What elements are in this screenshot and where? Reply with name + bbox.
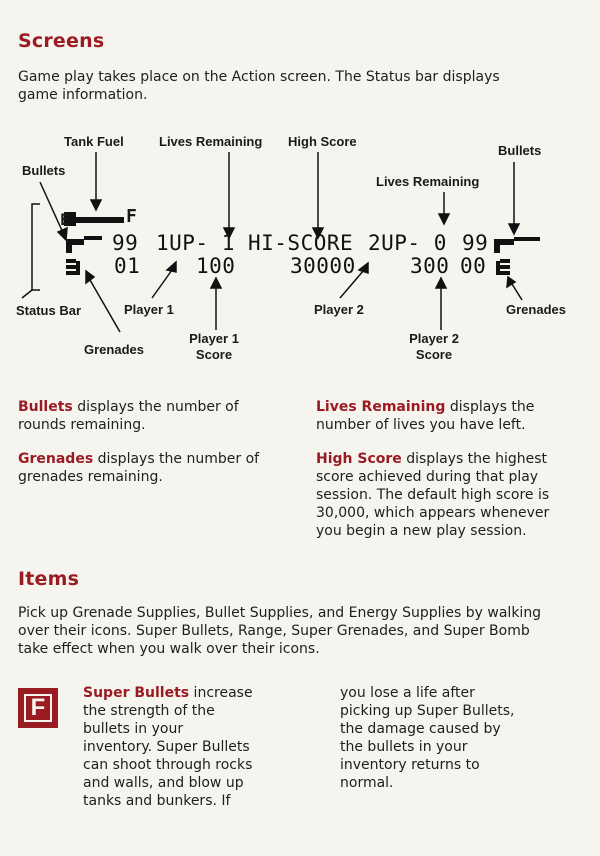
p2-score-value: 300 [410,254,450,278]
bullets-text: displays the number of rounds remaining. [18,399,239,433]
super-bullets-continued: you lose a life after picking up Super B… [340,685,515,791]
super-bullets-icon-letter: F [24,694,52,722]
gun-icon-left [66,236,102,253]
p1-grenades-value: 01 [114,254,141,278]
fuel-e-block [64,212,76,226]
high-score-label: High Score [288,134,357,149]
grenades-right-label: Grenades [506,302,566,317]
status-bar-diagram: Tank Fuel Lives Remaining High Score Bul… [0,120,600,370]
grenades-term: Grenades [18,451,94,467]
items-intro: Pick up Grenade Supplies, Bullet Supplie… [18,605,542,657]
bullets-left-label: Bullets [22,163,66,178]
p1-score-value: 100 [196,254,236,278]
p2-bullets-value: 99 [462,231,489,255]
hi-score-value: 30000 [290,254,356,278]
screens-heading: Screens [18,30,105,52]
grenade-icon-right [496,259,510,275]
player2-score-line1: Player 2 [409,331,459,346]
bullets-term: Bullets [18,399,73,415]
bullets-right-label: Bullets [498,143,542,158]
super-bullets-text: increase the strength of the bullets in … [83,685,253,809]
hi-score-label-value: HI-SCORE [248,231,354,255]
p2-lives-value: 2UP- 0 [368,231,447,255]
fuel-full-marker: F [126,206,137,227]
grenade-icon-left [66,259,80,275]
grenades-left-label: Grenades [84,342,144,357]
items-heading: Items [18,568,80,590]
highscore-description: High Score displays the highest score ac… [316,450,560,540]
player2-score-label: Player 2 Score [402,331,466,363]
grenades-description: Grenades displays the number of grenades… [18,450,276,486]
player1-score-label: Player 1 Score [182,331,246,363]
p1-lives-value: 1UP- 1 [156,231,235,255]
lives-text: displays the number of lives you have le… [316,399,535,433]
player1-label: Player 1 [124,302,174,317]
gun-icon-right [494,237,540,253]
p1-bullets-value: 99 [112,231,139,255]
lives-term: Lives Remaining [316,399,446,415]
fuel-gauge-bar [76,217,124,223]
player2-label: Player 2 [314,302,364,317]
super-bullets-term: Super Bullets [83,685,190,701]
diagram-lines [21,152,540,333]
screens-intro: Game play takes place on the Action scre… [18,69,500,103]
player1-score-line1: Player 1 [189,331,239,346]
tank-fuel-label: Tank Fuel [64,134,124,149]
bullets-description: Bullets displays the number of rounds re… [18,398,268,434]
p2-grenades-value: 00 [460,254,487,278]
highscore-term: High Score [316,451,402,467]
super-bullets-description: Super Bullets increase the strength of t… [83,684,255,810]
player2-score-line2: Score [415,347,453,362]
lives-remaining-label-2: Lives Remaining [376,174,480,189]
super-bullets-icon: F [18,688,58,728]
lives-remaining-label-1: Lives Remaining [159,134,263,149]
player1-score-line2: Score [195,347,233,362]
grenades-text: displays the number of grenades remainin… [18,451,260,485]
highscore-text: displays the highest score achieved duri… [316,451,550,539]
fuel-empty-marker: E [60,210,70,229]
status-bar-label: Status Bar [16,303,82,318]
lives-description: Lives Remaining displays the number of l… [316,398,556,434]
